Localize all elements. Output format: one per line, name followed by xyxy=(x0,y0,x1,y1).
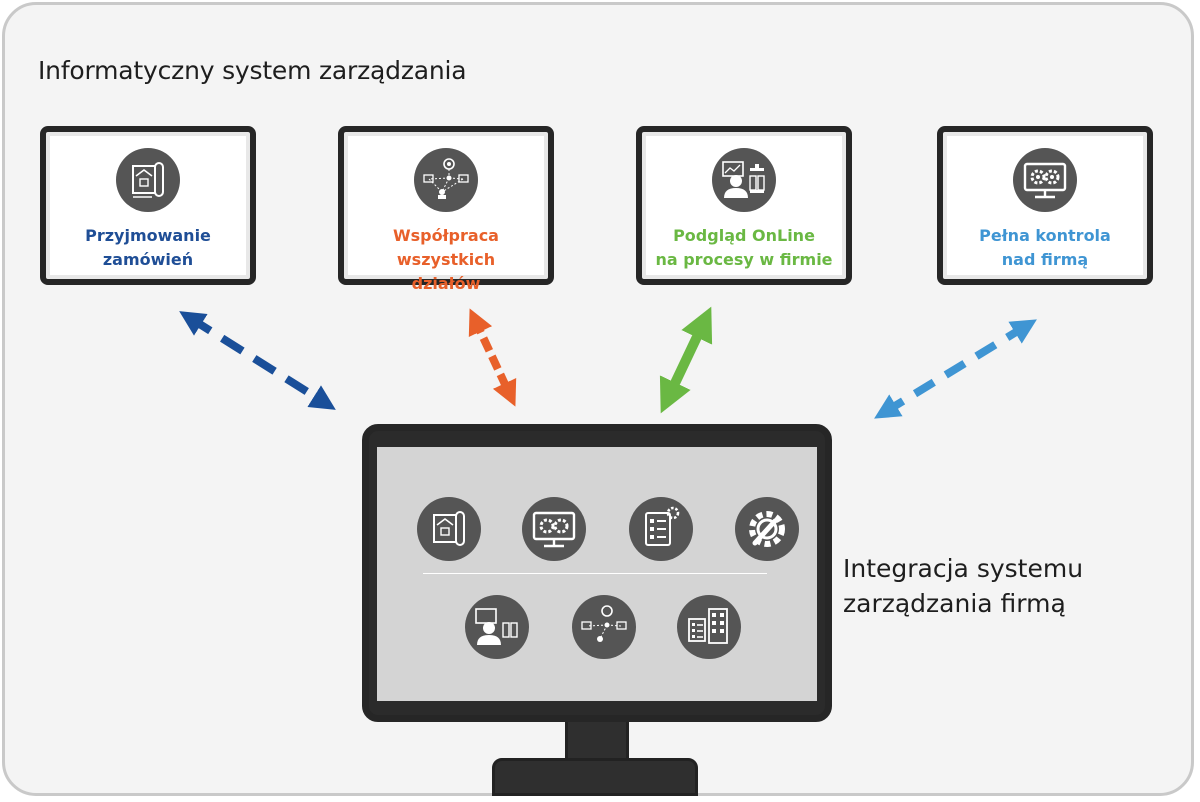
monitor-gears-icon xyxy=(1013,148,1077,212)
arrow-order-intake xyxy=(179,311,336,410)
card-label: Pełna kontrola nad firmą xyxy=(979,226,1111,269)
central-monitor xyxy=(362,424,832,722)
diagram-title: Informatyczny system zarządzania xyxy=(38,56,467,85)
checklist-building-icon xyxy=(677,595,741,659)
card-label: Podgląd OnLine na procesy w firmie xyxy=(655,226,833,269)
checklist-gear-icon xyxy=(629,497,693,561)
network-icon xyxy=(414,148,478,212)
card-online-preview: Podgląd OnLine na procesy w firmie xyxy=(636,126,852,285)
monitor-stand-neck xyxy=(565,722,629,760)
monitor-stand-base xyxy=(492,758,698,796)
arrow-collaboration xyxy=(468,308,517,407)
user-monitor-icon xyxy=(712,148,776,212)
screen-divider xyxy=(423,573,767,574)
card-label: Przyjmowanie zamówień xyxy=(85,226,211,269)
monitor-screen xyxy=(377,447,817,701)
card-label: Współpraca wszystkich działów xyxy=(393,226,499,293)
card-collaboration: Współpraca wszystkich działów xyxy=(338,126,554,293)
blueprint-icon xyxy=(417,497,481,561)
network-icon xyxy=(572,595,636,659)
gear-wrench-icon xyxy=(735,497,799,561)
arrow-online-preview xyxy=(659,306,713,414)
card-full-control: Pełna kontrola nad firmą xyxy=(937,126,1153,285)
arrow-full-control xyxy=(874,319,1037,419)
blueprint-icon xyxy=(116,148,180,212)
integration-label: Integracja systemu zarządzania firmą xyxy=(843,554,1084,618)
user-monitor-icon xyxy=(465,595,529,659)
monitor-gears-icon xyxy=(522,497,586,561)
card-order-intake: Przyjmowanie zamówień xyxy=(40,126,256,285)
